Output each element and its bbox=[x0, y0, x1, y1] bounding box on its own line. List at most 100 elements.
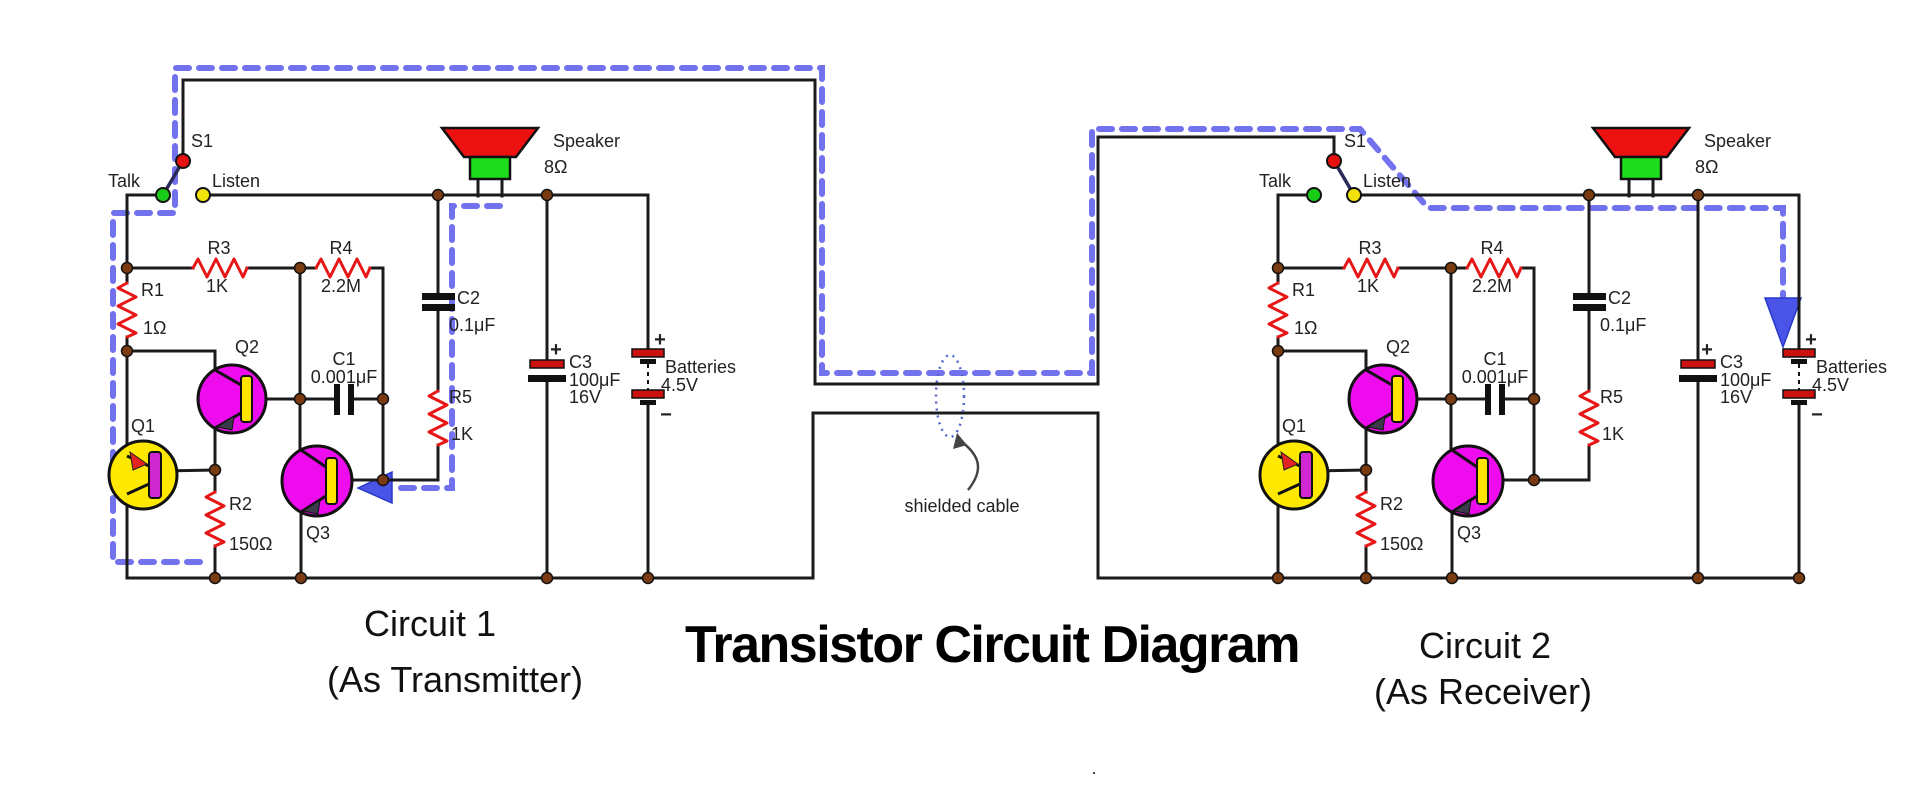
battery-minus-sign: − bbox=[660, 404, 672, 426]
battery-cell2-plus-plate bbox=[1782, 389, 1816, 399]
talk-label: Talk bbox=[1259, 171, 1292, 191]
c2-plate-top bbox=[1573, 293, 1606, 300]
c3-value: 100μF bbox=[1720, 370, 1771, 390]
circuit-2: S1 Talk Listen Speaker 8Ω R1 1Ω R3 1K R4… bbox=[1258, 126, 1887, 585]
speaker-legs bbox=[1627, 177, 1655, 198]
c3-plate-positive bbox=[1680, 359, 1716, 369]
circuit2-caption-line2: (As Receiver) bbox=[1374, 671, 1592, 712]
listen-contact-icon bbox=[195, 187, 211, 203]
q1-arrow-icon bbox=[129, 450, 149, 471]
talk-contact-icon bbox=[1306, 187, 1322, 203]
r4-value: 2.2M bbox=[321, 276, 361, 296]
signal-flow-path bbox=[110, 65, 1803, 565]
r5-value: 1K bbox=[451, 424, 473, 444]
r2-label: R2 bbox=[229, 494, 252, 514]
c3-label: C3 bbox=[1720, 352, 1743, 372]
capacitors: C1 0.001μF C2 0.1μF + C3 100μF 16V bbox=[1462, 288, 1771, 415]
battery: + − Batteries 4.5V bbox=[1782, 329, 1887, 426]
r1-value: 1Ω bbox=[143, 318, 166, 338]
titles: Transistor Circuit Diagram Circuit 1 (As… bbox=[327, 603, 1592, 778]
q2-base-bar bbox=[240, 375, 253, 423]
transistor-q1: Q1 bbox=[107, 416, 179, 511]
q1-base-bar bbox=[1299, 451, 1313, 499]
ground-wire bbox=[125, 411, 1801, 580]
battery-plus-sign: + bbox=[654, 329, 666, 351]
q3-base-bar bbox=[1476, 457, 1489, 505]
r3-value: 1K bbox=[206, 276, 228, 296]
c2-plate-bottom bbox=[422, 304, 455, 311]
talk-label: Talk bbox=[108, 171, 141, 191]
r3-label: R3 bbox=[1358, 238, 1381, 258]
circuit-1: S1 Talk Listen Speaker 8Ω R1 1Ω R3 1K R4… bbox=[107, 126, 736, 585]
transistor-q3: Q3 bbox=[280, 444, 354, 543]
c2-plate-bottom bbox=[1573, 304, 1606, 311]
resistors: R1 1Ω R3 1K R4 2.2M R2 150Ω R5 1K bbox=[1267, 238, 1624, 554]
battery-label: Batteries bbox=[1816, 357, 1887, 377]
battery-plus-sign: + bbox=[1805, 329, 1817, 351]
c3-plate-positive bbox=[529, 359, 565, 369]
r2-value: 150Ω bbox=[1380, 534, 1424, 554]
battery: + − Batteries 4.5V bbox=[631, 329, 736, 426]
page-title: Transistor Circuit Diagram bbox=[685, 616, 1299, 674]
c1-value: 0.001μF bbox=[1462, 367, 1528, 387]
r5-label: R5 bbox=[1600, 387, 1623, 407]
speaker-label: Speaker bbox=[553, 131, 620, 151]
c2-plate-top bbox=[422, 293, 455, 300]
battery-minus-sign: − bbox=[1811, 404, 1823, 426]
q1-body-icon bbox=[107, 439, 179, 511]
q2-arrow-icon bbox=[1366, 414, 1386, 431]
c3-voltage: 16V bbox=[569, 387, 601, 407]
left-rail bbox=[125, 193, 165, 580]
circuit-1-wires bbox=[125, 177, 650, 580]
r1-value: 1Ω bbox=[1294, 318, 1317, 338]
c3-plate-negative bbox=[1679, 375, 1717, 382]
c1-plate-left bbox=[334, 384, 340, 415]
battery-cell2-plus-plate bbox=[631, 389, 665, 399]
switch-label: S1 bbox=[191, 131, 213, 151]
switch-label: S1 bbox=[1344, 131, 1366, 151]
speaker-impedance: 8Ω bbox=[1695, 157, 1718, 177]
speaker-cone-icon bbox=[1590, 126, 1692, 159]
q3-label: Q3 bbox=[306, 523, 330, 543]
q3-label: Q3 bbox=[1457, 523, 1481, 543]
shielded-cable-label: shielded cable bbox=[904, 496, 1019, 516]
c3-plus-sign: + bbox=[1701, 339, 1713, 361]
speaker-magnet-icon bbox=[1619, 155, 1663, 181]
q2-arrow-icon bbox=[215, 414, 235, 431]
inter-circuit-wires bbox=[125, 78, 1801, 580]
r2-value: 150Ω bbox=[229, 534, 273, 554]
resistor-r3 bbox=[191, 257, 249, 279]
resistor-r3 bbox=[1342, 257, 1400, 279]
junction-dots bbox=[1271, 188, 1806, 585]
switch-s1: S1 Talk Listen bbox=[108, 131, 260, 203]
c3-label: C3 bbox=[569, 352, 592, 372]
c2-value: 0.1μF bbox=[449, 315, 495, 335]
battery-value: 4.5V bbox=[1812, 375, 1849, 395]
resistor-r2 bbox=[204, 490, 226, 548]
q1-label: Q1 bbox=[1282, 416, 1306, 436]
listen-contact-icon bbox=[1346, 187, 1362, 203]
q2-label: Q2 bbox=[235, 337, 259, 357]
cable-pointer-arrow-icon bbox=[961, 441, 980, 491]
circuit1-caption-line1: Circuit 1 bbox=[364, 603, 496, 644]
r5-value: 1K bbox=[1602, 424, 1624, 444]
resistor-r2 bbox=[1355, 490, 1377, 548]
resistor-r5 bbox=[427, 389, 449, 447]
speaker-magnet-icon bbox=[468, 155, 512, 181]
c1-label: C1 bbox=[332, 349, 355, 369]
resistor-r5 bbox=[1578, 389, 1600, 447]
r5-label: R5 bbox=[449, 387, 472, 407]
speaker: Speaker 8Ω bbox=[1590, 126, 1771, 181]
r4-label: R4 bbox=[329, 238, 352, 258]
speaker: Speaker 8Ω bbox=[439, 126, 620, 181]
signal-arrow-down-icon bbox=[1763, 297, 1803, 350]
capacitors: C1 0.001μF C2 0.1μF + C3 100μF 16V bbox=[311, 288, 620, 415]
q1-body-icon bbox=[1258, 439, 1330, 511]
resistor-r4 bbox=[1465, 257, 1523, 279]
circuit2-caption-line1: Circuit 2 bbox=[1419, 625, 1551, 666]
speaker-cone-icon bbox=[439, 126, 541, 159]
battery-cell2-minus-plate bbox=[640, 400, 656, 405]
c1-plate-right bbox=[348, 384, 354, 415]
signal-wire-s1-to-s1 bbox=[181, 78, 1336, 386]
